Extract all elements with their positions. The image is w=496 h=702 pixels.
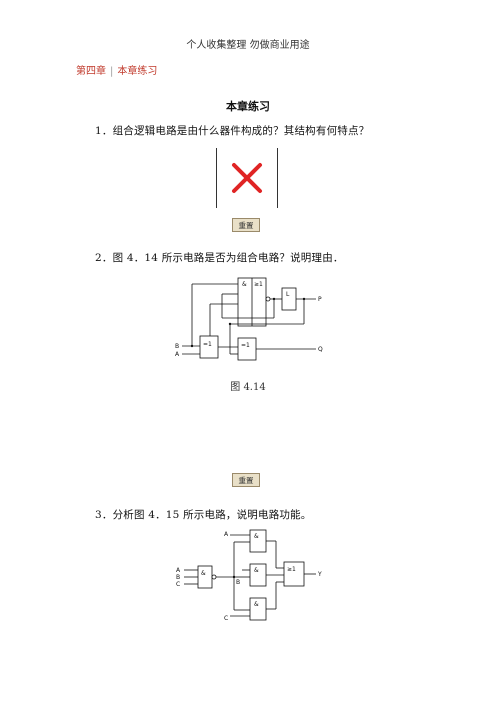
fig1-label-input-b: B [175,343,179,350]
question-3: 3．分析图 4．15 所示电路，说明电路功能。 [95,509,312,521]
reset-button-1[interactable]: 重置 [232,218,260,232]
wrong-mark-icon [232,163,262,193]
fig2-label-top-a: A [224,531,229,538]
fig1-label-and: & [242,281,247,288]
fig2-label-bot-c: C [224,615,228,622]
fig2-label-output-y: Y [317,571,322,578]
figure-4-15-circuit: & & & & ≥1 A B C A B C Y [176,529,322,622]
figure-4-14-circuit: & ≥1 L =1 =1 B A P Q [175,277,323,361]
fig2-label-and1: & [254,533,259,540]
fig1-label-output-p: P [318,296,322,303]
page-header: 个人收集整理 勿做商业用途 [186,40,310,51]
fig2-label-or: ≥1 [287,566,296,573]
fig2-label-input-a: A [176,567,181,574]
fig2-label-and3: & [254,601,259,608]
fig1-label-or: ≥1 [254,281,263,288]
figure-4-14-caption: 图 4.14 [230,382,266,393]
fig2-label-mid-b: B [236,579,240,586]
fig1-label-output-q: Q [318,346,323,353]
answer-result-box [216,148,278,208]
section-title: 本章练习 [226,100,270,113]
breadcrumb-separator: | [110,66,114,77]
fig1-label-latch: L [286,291,290,298]
fig1-label-xor2: =1 [241,342,250,349]
question-2: 2．图 4．14 所示电路是否为组合电路？说明理由． [95,252,344,264]
fig1-label-xor1: =1 [203,341,212,348]
inverter-bubble [265,296,271,302]
reset-button-2[interactable]: 重置 [232,473,260,487]
fig2-label-input-c: C [176,581,180,588]
breadcrumb-chapter-link[interactable]: 第四章 [76,66,106,77]
question-1: 1．组合逻辑电路是由什么器件构成的？其结构有何特点？ [95,125,370,137]
input-and-bubble [211,574,217,580]
breadcrumb: 第四章 |本章练习 [76,62,157,77]
breadcrumb-section-link[interactable]: 本章练习 [117,66,158,77]
fig1-label-input-a: A [175,351,180,358]
fig2-label-and-main: & [201,570,206,577]
fig2-label-and2: & [254,567,259,574]
fig2-label-input-b: B [176,574,180,581]
